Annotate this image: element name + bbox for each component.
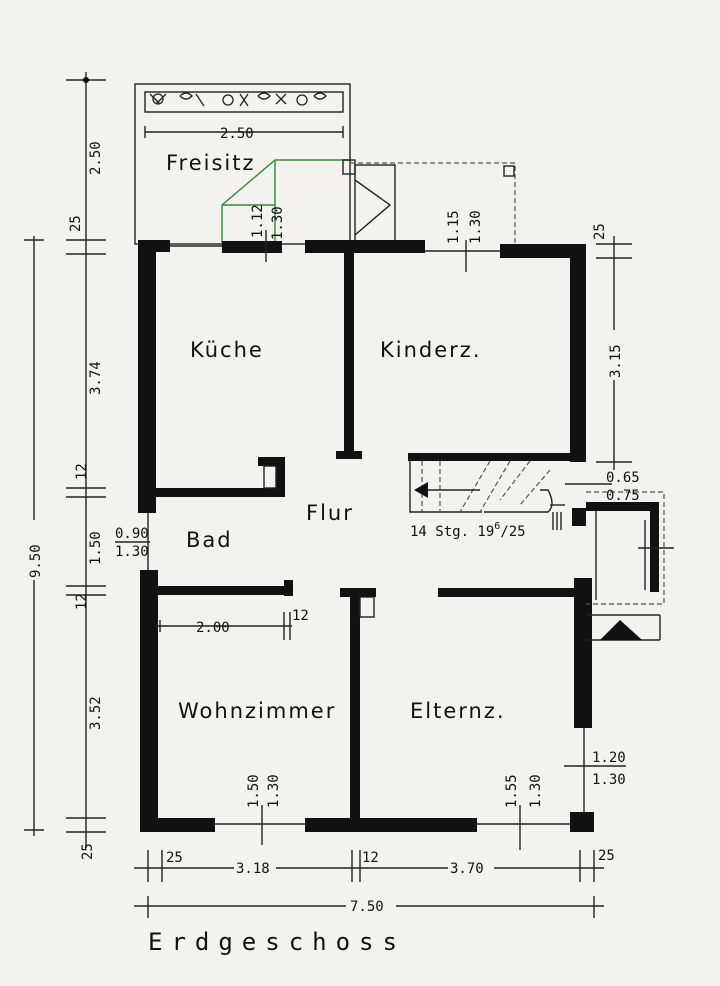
room-label-kueche: Küche xyxy=(190,338,264,362)
svg-text:1.55: 1.55 xyxy=(504,774,520,808)
svg-text:1.15: 1.15 xyxy=(446,210,462,244)
room-label-kinderz: Kinderz. xyxy=(380,338,482,362)
room-label-wohnzimmer: Wohnzimmer xyxy=(178,699,336,723)
window-dimensions: 1.12 1.30 1.15 1.30 1.50 1.30 1.55 1.30 … xyxy=(115,204,640,850)
staircase: 14 Stg. 196/25 xyxy=(409,458,565,540)
svg-text:3.70: 3.70 xyxy=(450,861,484,877)
svg-text:7.50: 7.50 xyxy=(350,899,384,915)
svg-text:25: 25 xyxy=(592,223,608,240)
svg-text:2.00: 2.00 xyxy=(196,620,230,636)
svg-text:3.52: 3.52 xyxy=(88,696,104,730)
svg-text:3.15: 3.15 xyxy=(608,344,624,378)
bottom-dimension-chain: 25 3.18 12 3.70 25 7.50 xyxy=(134,848,615,918)
svg-text:25: 25 xyxy=(68,215,84,232)
plan-title: Erdgeschoss xyxy=(148,928,406,956)
svg-text:1.30: 1.30 xyxy=(266,774,282,808)
walls xyxy=(138,240,674,832)
svg-text:1.20: 1.20 xyxy=(592,750,626,766)
svg-text:0.90: 0.90 xyxy=(115,526,149,542)
room-label-elternz: Elternz. xyxy=(410,699,506,723)
svg-text:3.18: 3.18 xyxy=(236,861,270,877)
svg-text:25: 25 xyxy=(598,848,615,864)
svg-text:25: 25 xyxy=(80,843,96,860)
svg-text:1.30: 1.30 xyxy=(592,772,626,788)
svg-text:1.30: 1.30 xyxy=(115,544,149,560)
room-label-freisitz: Freisitz xyxy=(166,151,256,175)
planter-icon xyxy=(149,92,327,107)
right-dimension-chain: 25 3.15 xyxy=(592,223,632,470)
entry-arrow-icon xyxy=(600,620,642,640)
terrace: 2.50 Freisitz xyxy=(134,83,516,245)
room-label-flur: Flur xyxy=(306,501,354,525)
room-label-bad: Bad xyxy=(186,528,233,552)
stairs-label: 14 Stg. 196/25 xyxy=(410,521,526,540)
left-dimension-chain: 2.50 25 3.74 12 1.50 12 3.52 25 9.50 xyxy=(24,72,106,860)
svg-text:12: 12 xyxy=(74,593,90,610)
svg-text:0.65: 0.65 xyxy=(606,470,640,486)
svg-text:12: 12 xyxy=(74,463,90,480)
svg-text:1.50: 1.50 xyxy=(88,531,104,565)
svg-text:25: 25 xyxy=(166,850,183,866)
svg-text:1.50: 1.50 xyxy=(246,774,262,808)
svg-text:1.30: 1.30 xyxy=(270,206,286,240)
stair-arrow-icon xyxy=(414,482,428,498)
svg-text:9.50: 9.50 xyxy=(28,544,44,578)
svg-text:1.30: 1.30 xyxy=(468,210,484,244)
svg-text:12: 12 xyxy=(292,608,309,624)
svg-text:0.75: 0.75 xyxy=(606,488,640,504)
svg-text:2.50: 2.50 xyxy=(88,141,104,175)
svg-text:12: 12 xyxy=(362,850,379,866)
dim-freisitz-width: 2.50 xyxy=(220,126,254,142)
svg-text:1.12: 1.12 xyxy=(250,204,266,238)
svg-text:1.30: 1.30 xyxy=(528,774,544,808)
svg-text:3.74: 3.74 xyxy=(88,361,104,395)
